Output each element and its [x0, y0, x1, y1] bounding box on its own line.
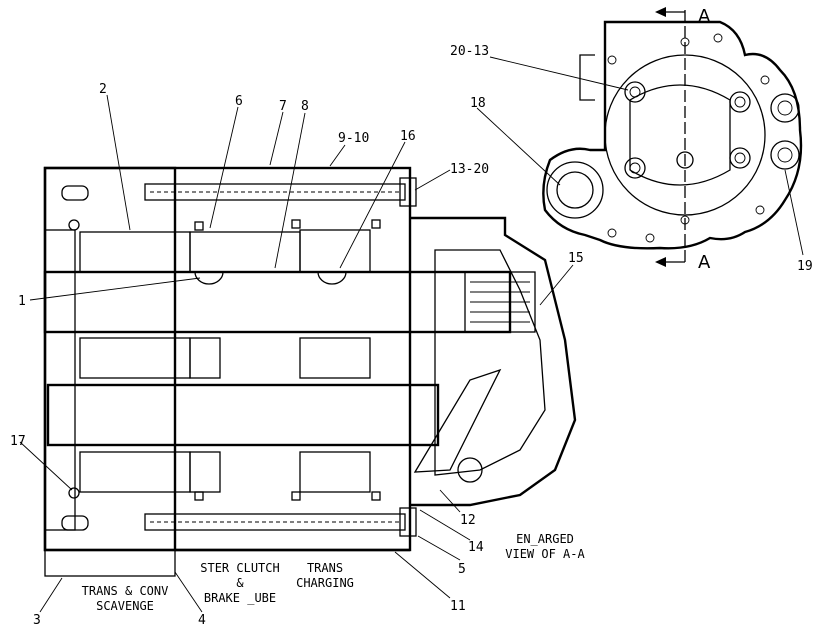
section-mark-bottom: A: [698, 252, 711, 273]
upper-through-bolt: [144, 183, 406, 201]
rear-cover: [43, 166, 177, 552]
callout-13-20: 13-20: [450, 162, 489, 177]
callout-14: 14: [468, 540, 484, 555]
callout-8: 8: [301, 99, 309, 114]
callout-6: 6: [235, 94, 243, 109]
callout-5: 5: [458, 562, 466, 577]
pump-section-view: [43, 166, 577, 577]
pump-housing: [43, 166, 412, 552]
port-18: [546, 161, 604, 219]
lower-through-bolt: [144, 513, 406, 531]
idler-shaft: [46, 383, 440, 447]
callout-11: 11: [450, 599, 466, 614]
callout-20-13: 20-13: [450, 44, 489, 59]
callout-19: 19: [797, 259, 813, 274]
caption-steer-1: STER CLUTCH: [200, 561, 279, 575]
callout-12: 12: [460, 513, 476, 528]
drive-shaft: [43, 270, 512, 334]
callout-15: 15: [568, 251, 584, 266]
caption-enlarged-2: VIEW OF A-A: [505, 547, 585, 561]
callout-3: 3: [33, 613, 41, 628]
caption-trans-charging-1: TRANS: [307, 561, 343, 575]
flange-circle: [604, 54, 766, 216]
enlarged-view-a-a: [542, 7, 803, 267]
caption-trans-charging-2: CHARGING: [296, 576, 354, 590]
section-mark-top: A: [698, 6, 711, 27]
captions: TRANS & CONV SCAVENGE STER CLUTCH & BRAK…: [82, 532, 586, 613]
leader-lines: [19, 56, 804, 613]
callout-16: 16: [400, 129, 416, 144]
callout-4: 4: [198, 613, 206, 628]
callout-7: 7: [279, 99, 287, 114]
upper-inlet-cavity: [79, 231, 191, 273]
caption-enlarged-1: EN_ARGED: [516, 532, 574, 546]
caption-trans-conv-2: SCAVENGE: [96, 599, 154, 613]
callout-9-10: 9-10: [338, 131, 369, 146]
caption-steer-2: &: [236, 576, 244, 590]
callout-2: 2: [99, 82, 107, 97]
callouts: 2 6 7 8 9-10 16 13-20 1 15 17 12 14 5 11…: [10, 6, 813, 628]
shaft-spline: [464, 271, 536, 333]
caption-trans-conv-1: TRANS & CONV: [82, 584, 169, 598]
caption-steer-3: BRAKE _UBE: [204, 591, 276, 605]
callout-1: 1: [18, 294, 26, 309]
flange-outline: [542, 20, 803, 250]
callout-18: 18: [470, 96, 486, 111]
front-housing: [410, 216, 577, 507]
callout-17: 17: [10, 434, 26, 449]
